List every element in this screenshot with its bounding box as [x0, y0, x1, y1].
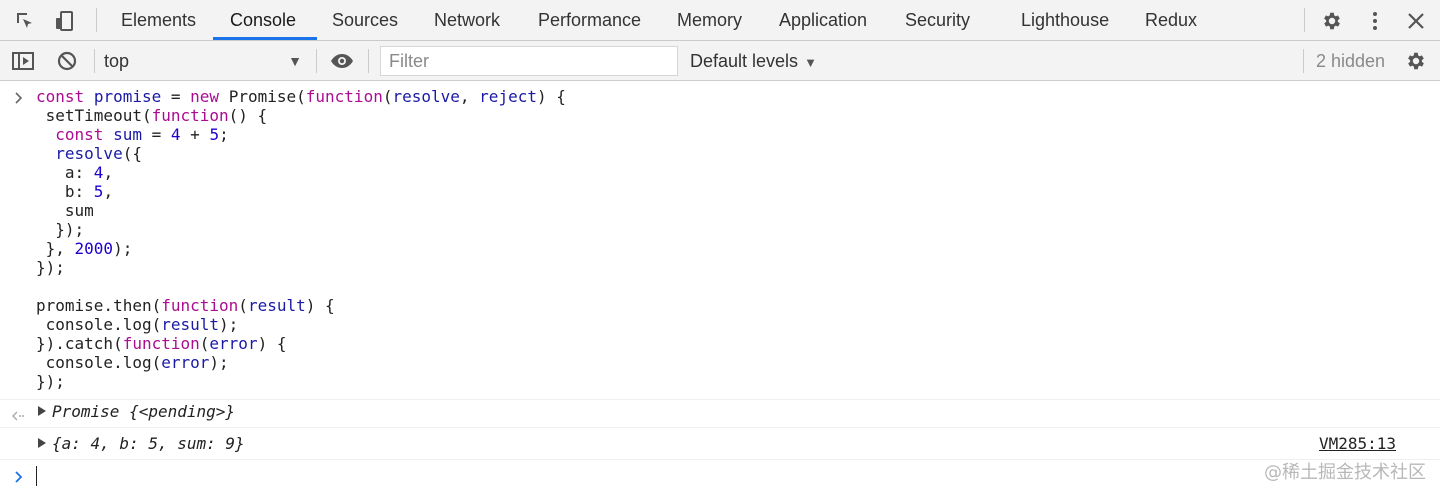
code-line: console.log(error); — [36, 353, 229, 372]
tab-network[interactable]: Network — [434, 10, 501, 30]
device-toolbar-icon[interactable] — [52, 8, 78, 34]
log-levels-label: Default levels — [690, 51, 799, 71]
code-line: console.log(result); — [36, 315, 239, 334]
toolbar-divider — [94, 49, 95, 73]
text-cursor — [36, 466, 37, 486]
toolbar-divider — [96, 8, 97, 32]
filter-input[interactable] — [380, 46, 678, 76]
log-levels-dropdown[interactable]: Default levels ▼ — [690, 47, 817, 75]
return-value-row: Promise {<pending>} — [0, 399, 1440, 429]
tab-memory[interactable]: Memory — [677, 10, 743, 30]
console-toolbar: top ▼ Default levels ▼ 2 hidden — [0, 41, 1440, 81]
code-line: b: 5, — [36, 182, 114, 201]
code-line: }); — [36, 220, 85, 239]
hidden-messages-count[interactable]: 2 hidden — [1316, 51, 1386, 71]
console-input-code: const promise = new Promise(function(res… — [36, 87, 566, 391]
toolbar-divider — [1303, 49, 1304, 73]
devtools-tab-bar: Elements Console Sources Network Perform… — [0, 0, 1440, 41]
input-prompt-icon — [15, 92, 23, 104]
execution-context-value: top — [104, 51, 130, 71]
active-tab-indicator — [213, 37, 317, 40]
execution-context-select[interactable]: top ▼ — [104, 47, 310, 75]
console-prompt-row[interactable] — [0, 459, 1440, 496]
clear-console-icon[interactable] — [54, 48, 80, 74]
code-line: }).catch(function(error) { — [36, 334, 287, 353]
tab-application[interactable]: Application — [779, 10, 868, 30]
code-line: resolve({ — [55, 144, 142, 163]
code-line: const sum = 4 + 5; — [55, 125, 229, 144]
expand-triangle-icon[interactable] — [38, 406, 46, 416]
close-icon[interactable] — [1403, 8, 1429, 34]
code-line: }); — [36, 372, 65, 391]
kebab-menu-icon[interactable] — [1362, 8, 1388, 34]
toolbar-divider — [1304, 8, 1305, 32]
return-value-object[interactable]: Promise {<pending>} — [38, 402, 235, 421]
log-value-object[interactable]: {a: 4, b: 5, sum: 9} — [38, 434, 245, 453]
eye-icon[interactable] — [329, 48, 355, 74]
code-line — [36, 277, 566, 296]
log-message-row: {a: 4, b: 5, sum: 9} VM285:13 — [0, 427, 1440, 459]
toolbar-divider — [368, 49, 369, 73]
return-value-text: Promise {<pending>} — [52, 402, 236, 421]
console-output[interactable]: const promise = new Promise(function(res… — [0, 81, 1440, 496]
code-line: a: 4, — [36, 163, 114, 182]
toolbar-divider — [316, 49, 317, 73]
tab-security[interactable]: Security — [905, 10, 971, 30]
tab-lighthouse[interactable]: Lighthouse — [1021, 10, 1110, 30]
sidebar-toggle-icon[interactable] — [10, 48, 36, 74]
log-value-text: {a: 4, b: 5, sum: 9} — [52, 434, 245, 453]
watermark-text: @稀土掘金技术社区 — [1264, 462, 1426, 483]
inspect-element-icon[interactable] — [12, 8, 38, 34]
log-source-link[interactable]: VM285:13 — [1318, 434, 1396, 453]
tab-sources[interactable]: Sources — [332, 10, 399, 30]
dropdown-caret-icon: ▼ — [804, 55, 817, 70]
return-arrow-icon — [12, 411, 24, 421]
tab-redux[interactable]: Redux — [1145, 10, 1198, 30]
tab-performance[interactable]: Performance — [538, 10, 642, 30]
code-line: const promise = new Promise(function(res… — [36, 87, 566, 106]
tab-console[interactable]: Console — [230, 10, 297, 30]
expand-triangle-icon[interactable] — [38, 438, 46, 448]
code-line: setTimeout(function() { — [36, 106, 268, 125]
dropdown-caret-icon: ▼ — [288, 53, 302, 69]
code-line: sum — [36, 201, 94, 220]
prompt-chevron-icon — [15, 471, 23, 483]
code-line: }, 2000); — [36, 239, 133, 258]
code-line: promise.then(function(result) { — [36, 296, 335, 315]
console-settings-gear-icon[interactable] — [1403, 48, 1429, 74]
code-line: }); — [36, 258, 65, 277]
gear-icon[interactable] — [1319, 8, 1345, 34]
tab-elements[interactable]: Elements — [121, 10, 197, 30]
